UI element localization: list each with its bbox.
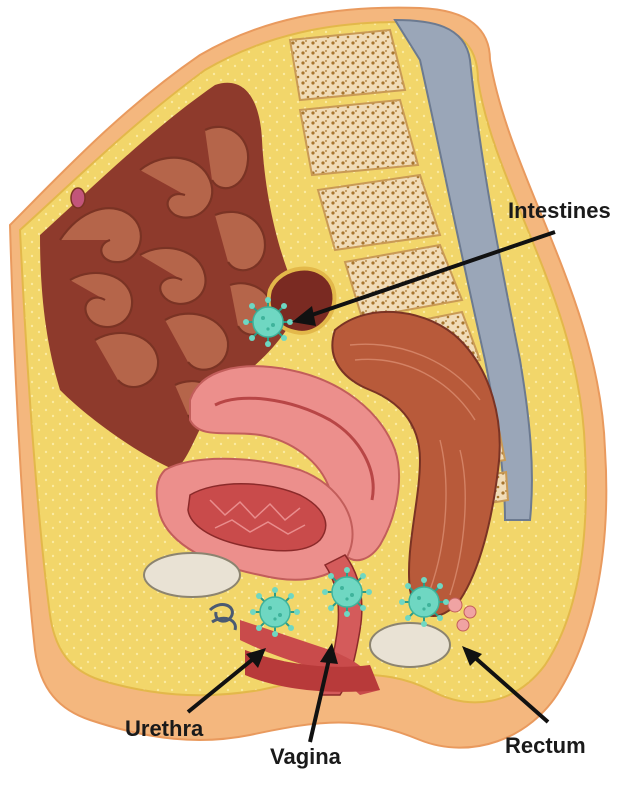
virus-icon bbox=[399, 577, 449, 627]
label-intestines: Intestines bbox=[508, 198, 611, 224]
label-vagina: Vagina bbox=[270, 744, 341, 770]
pubic-bone bbox=[144, 553, 240, 597]
appendix bbox=[71, 188, 85, 208]
label-urethra: Urethra bbox=[125, 716, 203, 742]
virus-icon bbox=[322, 567, 372, 617]
anal-sphincter bbox=[370, 623, 450, 667]
virus-icon bbox=[250, 587, 300, 637]
label-rectum: Rectum bbox=[505, 733, 586, 759]
virus-icon bbox=[243, 297, 293, 347]
